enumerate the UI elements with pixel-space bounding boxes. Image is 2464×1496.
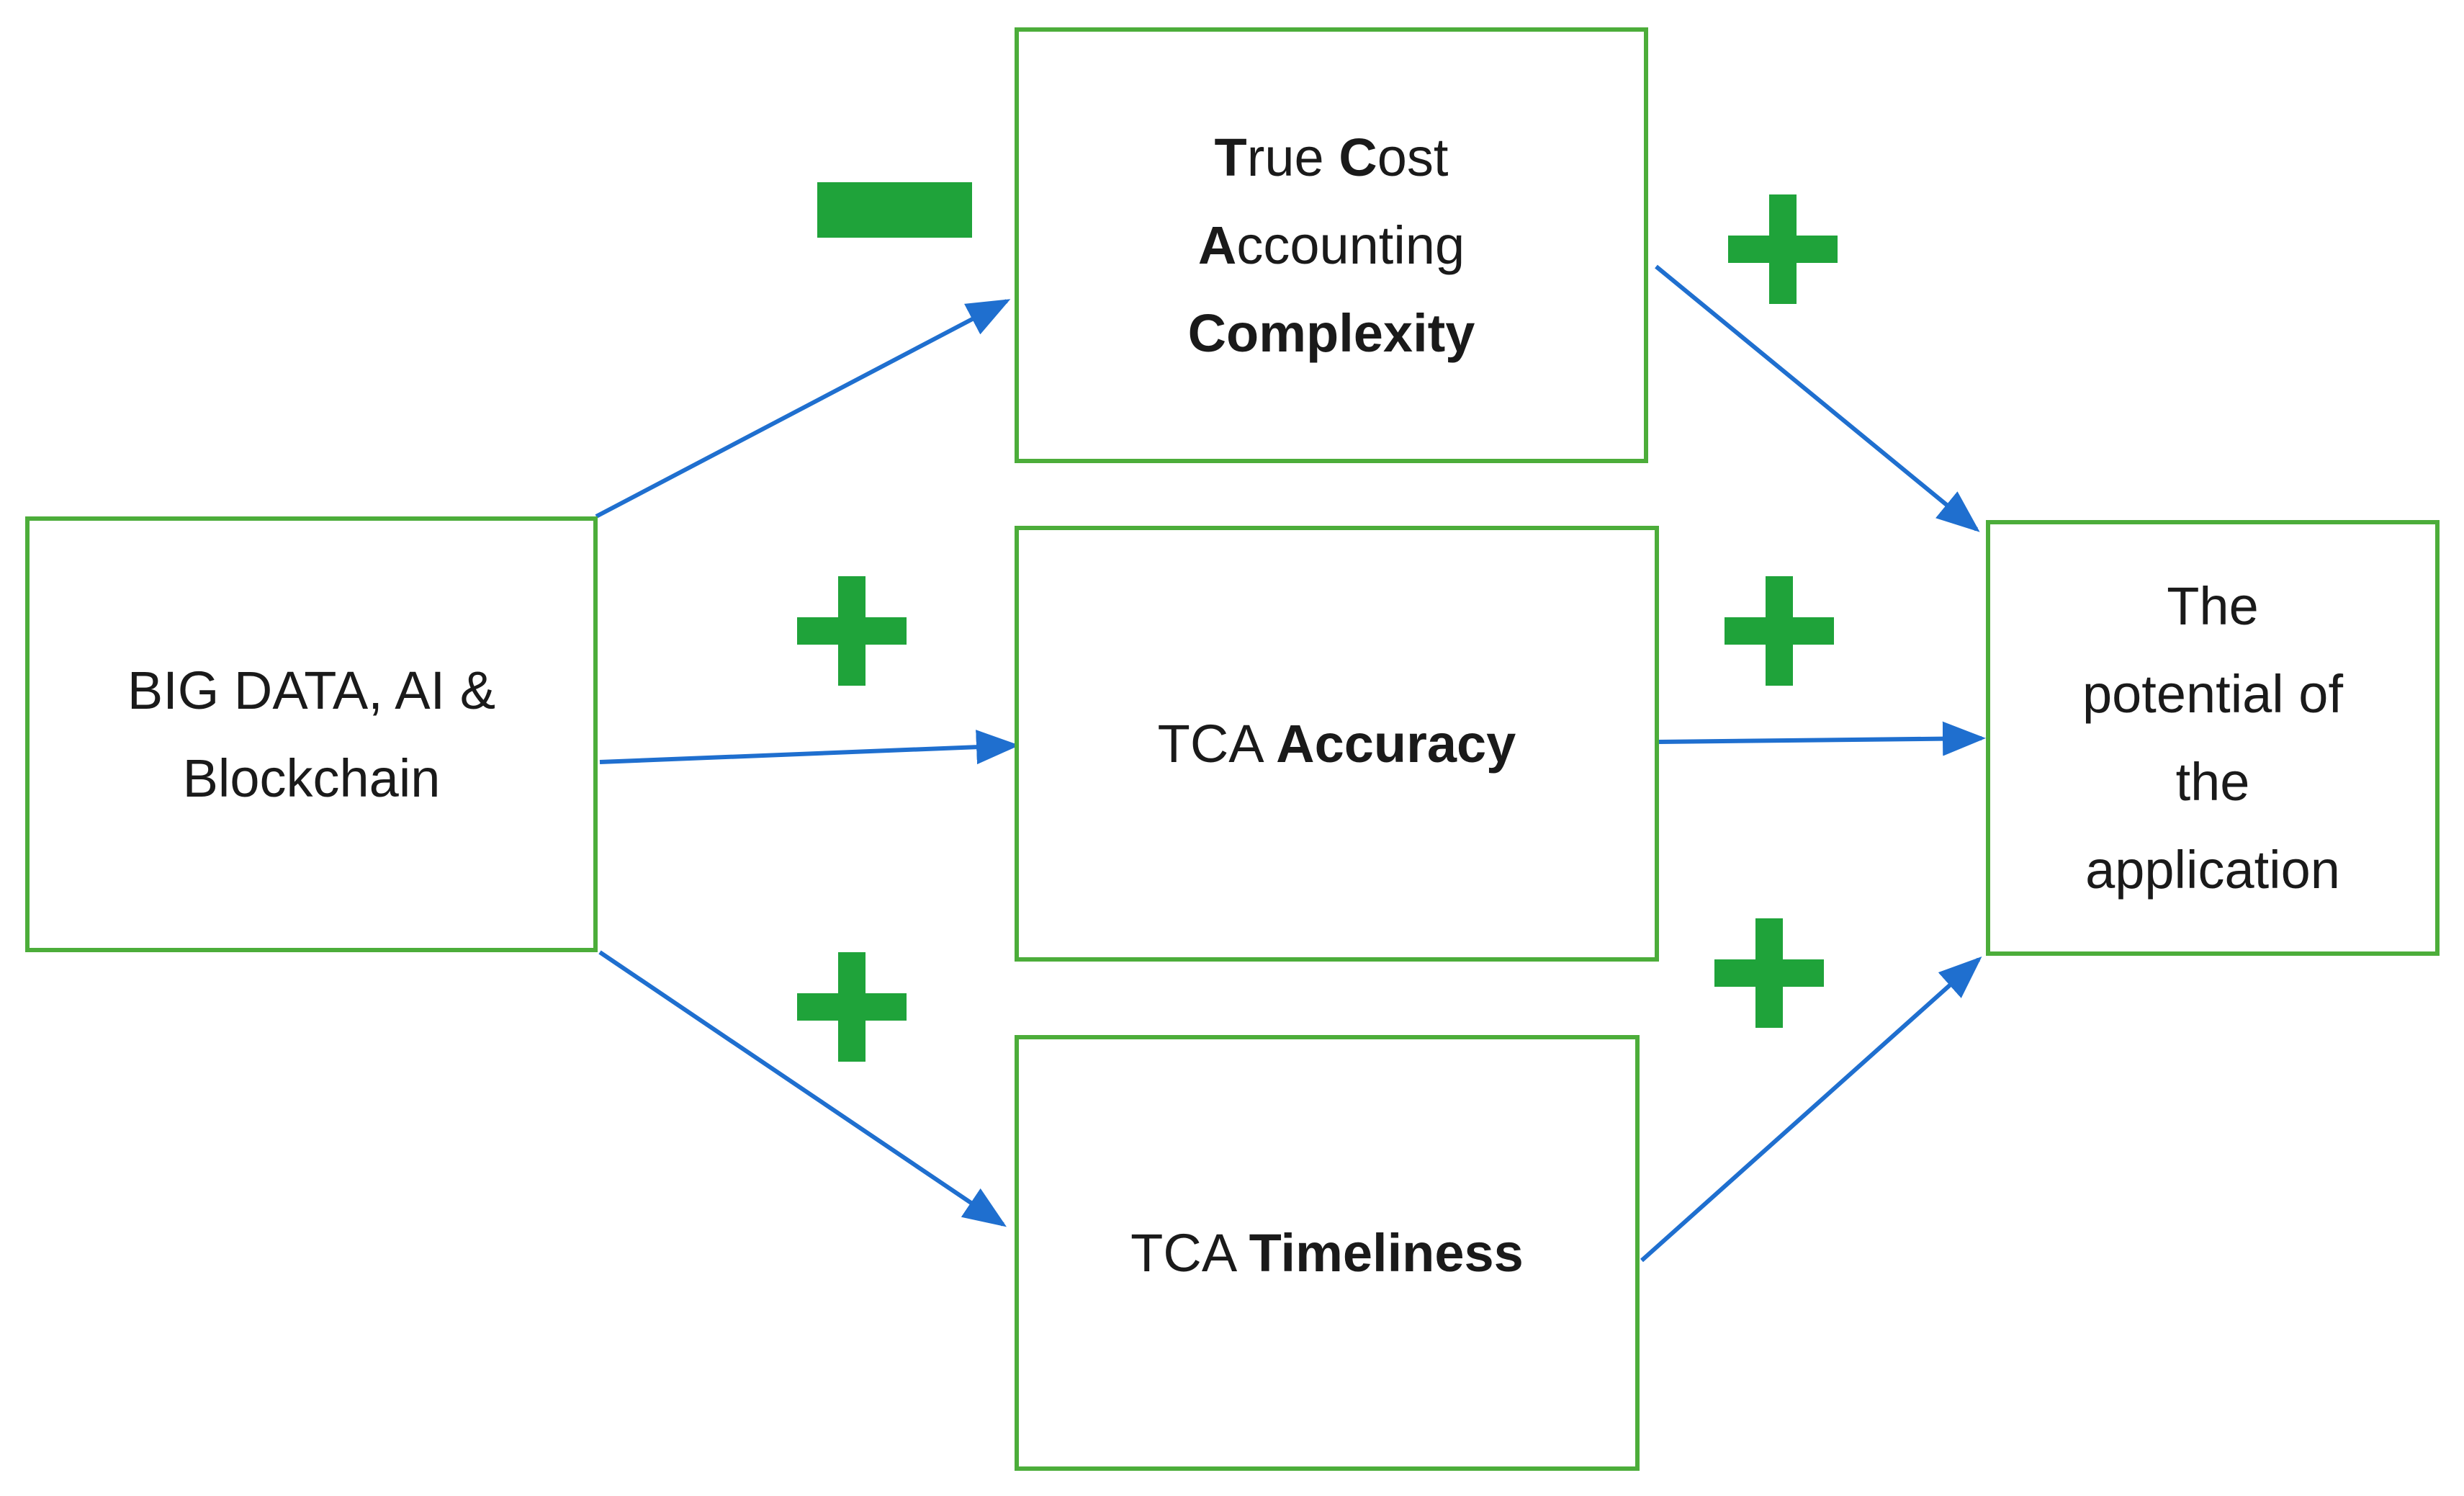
plus-icon (1714, 918, 1824, 1028)
target-box-line: potential of (2082, 663, 2344, 724)
source-box-line: Blockchain (182, 748, 441, 808)
complexity-box-line-2: Accounting (1197, 215, 1465, 275)
complexity-box-line-3: Complexity (1187, 303, 1475, 363)
arrow-timeliness-to-target (1640, 957, 1982, 1263)
timeliness-box-label: TCA Timeliness (1130, 1222, 1524, 1283)
target-box-line: The (2167, 575, 2259, 636)
plus-icon (1728, 194, 1838, 304)
arrow-complexity-to-target (1655, 264, 1980, 532)
arrow-accuracy-to-target (1658, 721, 1986, 756)
timeliness-box: TCA Timeliness (1015, 1035, 1640, 1471)
target-box: The potential of the application (1986, 520, 2440, 956)
plus-icon (1725, 576, 1834, 686)
accuracy-box: TCA Accuracy (1015, 526, 1659, 962)
source-box: BIG DATA, AI & Blockchain (25, 516, 598, 952)
complexity-box-line-1: True Cost (1214, 127, 1449, 187)
target-box-line: the (2175, 751, 2250, 812)
accuracy-box-label: TCA Accuracy (1157, 713, 1516, 774)
plus-icon (797, 576, 907, 686)
arrow-source-to-accuracy (599, 730, 1020, 765)
arrow-source-to-timeliness (598, 950, 1007, 1227)
minus-icon (817, 182, 972, 238)
source-box-line: BIG DATA, AI & (127, 660, 496, 720)
arrow-source-to-complexity (595, 299, 1011, 519)
complexity-box: True Cost Accounting Complexity (1015, 27, 1648, 463)
plus-icon (797, 952, 907, 1062)
target-box-line: application (2085, 839, 2340, 900)
